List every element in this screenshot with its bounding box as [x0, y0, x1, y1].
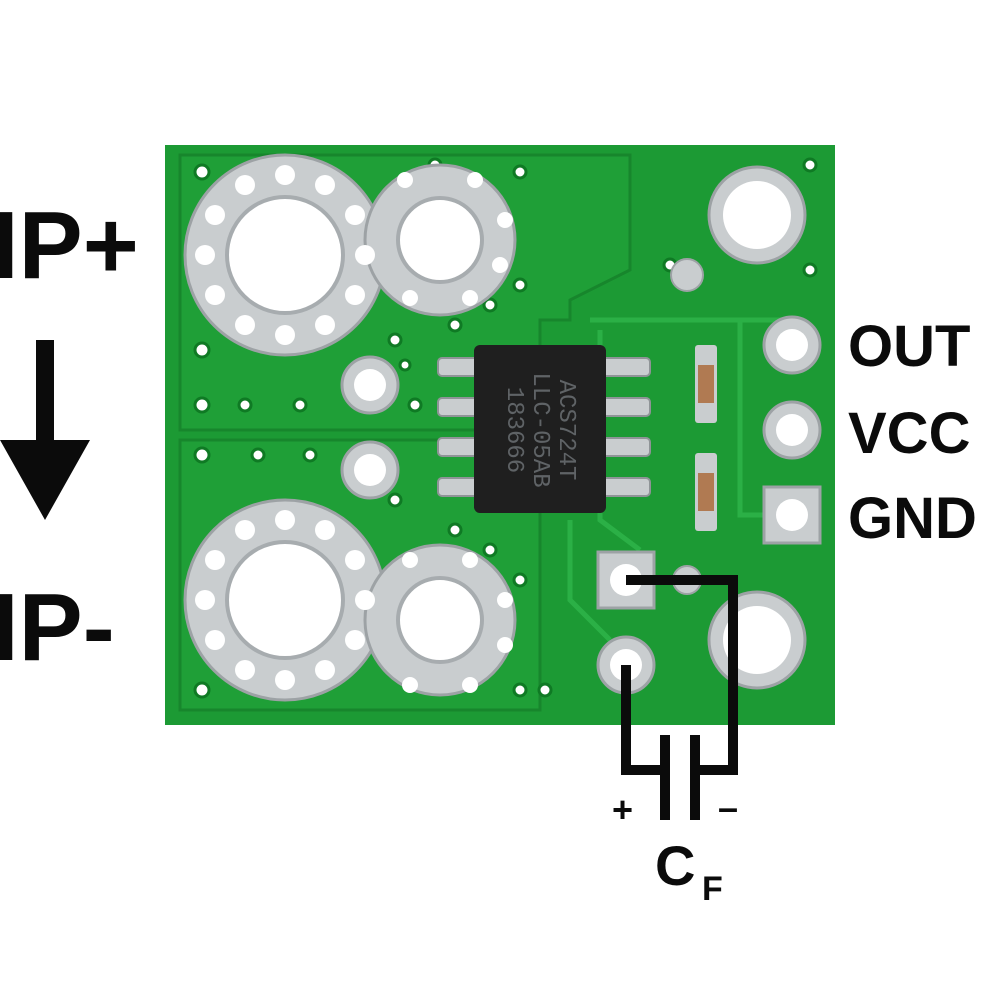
cf-subscript-label: F — [702, 870, 723, 908]
cap-plus-label: + — [612, 789, 634, 830]
chip-marking-line1: ACS724T — [552, 380, 579, 481]
pcb-trace-cap — [567, 520, 612, 642]
chip-marking: ACS724T LLC-05AB 183666 — [500, 372, 579, 487]
cap-minus-label: – — [718, 787, 739, 828]
output-pads — [762, 315, 822, 545]
gnd-pin-label: GND — [848, 486, 977, 551]
ip-minus-label: IP- — [0, 574, 115, 681]
mid-pads — [340, 355, 400, 500]
sensor-chip — [474, 345, 606, 513]
out-pin-label: OUT — [848, 314, 971, 379]
cf-capacitor-symbol — [621, 575, 738, 820]
vcc-pin-label: VCC — [848, 401, 971, 466]
chip-pins — [437, 357, 651, 497]
current-direction-arrow — [0, 340, 90, 520]
cf-label: C — [655, 834, 696, 897]
ip-minus-terminal — [183, 498, 517, 702]
ip-plus-label: IP+ — [0, 192, 139, 299]
chip-marking-line2: LLC-05AB — [526, 372, 553, 487]
smd-components — [695, 345, 717, 531]
chip-marking-line3: 183666 — [500, 387, 527, 473]
ip-plus-terminal — [183, 153, 517, 357]
